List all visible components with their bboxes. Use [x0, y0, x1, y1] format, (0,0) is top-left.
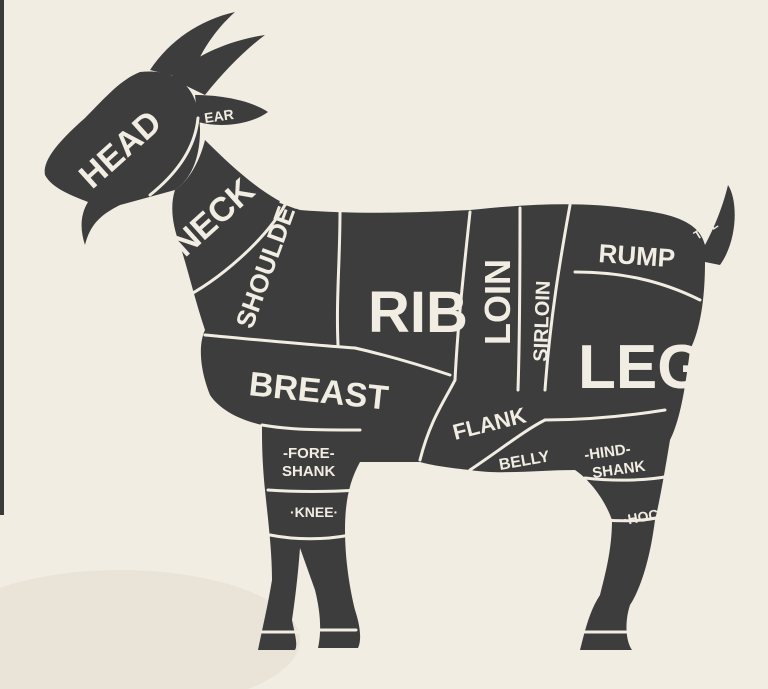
cut-knee	[268, 490, 358, 492]
label-rib: RIB	[368, 280, 468, 345]
label-loin: LOIN	[477, 259, 518, 345]
label-leg: LEG	[578, 333, 705, 402]
background-haze	[0, 570, 300, 689]
label-sirloin: SIRLOIN	[530, 280, 555, 362]
label-fore-shank-1: -FORE-	[283, 445, 335, 462]
label-fore-shank-2: SHANK	[282, 463, 336, 480]
label-knee: ·KNEE·	[290, 504, 338, 520]
label-rump: RUMP	[598, 238, 676, 273]
